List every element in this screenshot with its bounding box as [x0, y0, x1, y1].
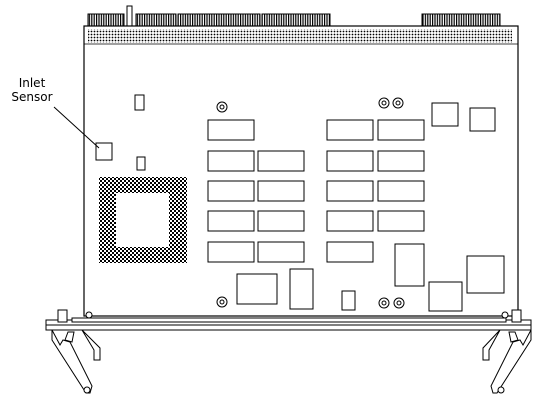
- inlet-sensor-label-line2: Sensor: [11, 90, 53, 104]
- chip-lower-4: [394, 243, 425, 287]
- top-connectors: [87, 5, 501, 31]
- ejector-handle-left: [51, 329, 101, 394]
- connector-pin-strip: [88, 29, 512, 43]
- chip-lower-5: [428, 281, 463, 312]
- inlet-sensor-label: Inlet Sensor: [6, 76, 58, 104]
- callout-leader-line: [53, 106, 100, 149]
- memory-chips-right: [326, 119, 425, 263]
- front-panel: [45, 309, 532, 331]
- small-chip-2: [136, 156, 146, 171]
- memory-chips-left: [207, 119, 305, 263]
- small-chip-1: [134, 94, 145, 111]
- ejector-handle-right: [482, 329, 532, 394]
- chip-lower-1: [236, 273, 278, 305]
- inlet-sensor-label-line1: Inlet: [18, 76, 46, 90]
- inlet-sensor-chip: [95, 142, 113, 161]
- square-chip-1: [431, 102, 459, 127]
- chip-lower-3: [341, 290, 356, 311]
- chip-lower-2: [289, 268, 314, 310]
- processor-bga: [99, 177, 187, 263]
- mounting-holes: [216, 97, 405, 309]
- chip-lower-6: [466, 255, 505, 294]
- square-chip-2: [469, 107, 496, 132]
